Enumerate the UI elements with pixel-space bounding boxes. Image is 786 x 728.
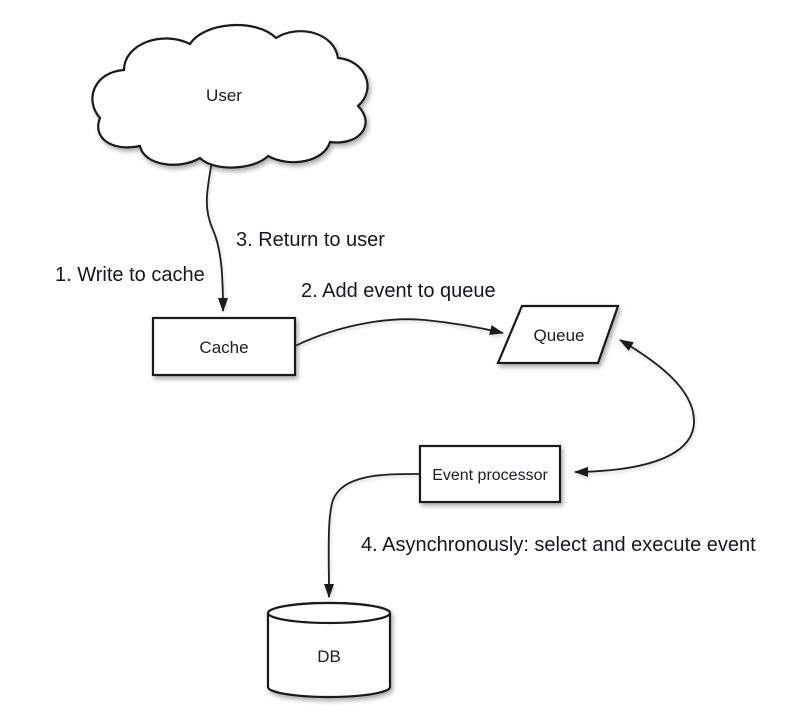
arrow-queue-event-processor-bidirectional — [574, 339, 695, 477]
node-event-processor: Event processor — [418, 444, 562, 504]
cloud-shape — [91, 23, 369, 169]
node-queue: Queue — [496, 304, 620, 365]
db-cylinder-top — [266, 601, 392, 625]
arrow-event-processor-to-db — [323, 473, 421, 598]
edge-label-add-event-to-queue: 2. Add event to queue — [301, 280, 496, 302]
queue-label: Queue — [533, 326, 584, 345]
queue-parallelogram — [496, 304, 620, 365]
edge-label-write-to-cache: 1. Write to cache — [55, 264, 205, 286]
event-processor-label: Event processor — [432, 467, 548, 484]
node-db: DB — [266, 601, 392, 699]
node-cache: Cache — [151, 316, 297, 377]
edge-label-asynchronously-execute: 4. Asynchronously: select and execute ev… — [361, 534, 756, 556]
node-user: User — [91, 23, 369, 169]
arrow-cache-to-queue — [294, 318, 504, 347]
arrow-user-to-cache — [205, 160, 228, 312]
cache-label: Cache — [199, 338, 248, 357]
db-label: DB — [317, 647, 341, 666]
event-processor-rectangle — [418, 444, 562, 504]
user-label: User — [206, 86, 242, 105]
cache-rectangle — [151, 316, 297, 377]
edge-label-return-to-user: 3. Return to user — [236, 229, 385, 251]
